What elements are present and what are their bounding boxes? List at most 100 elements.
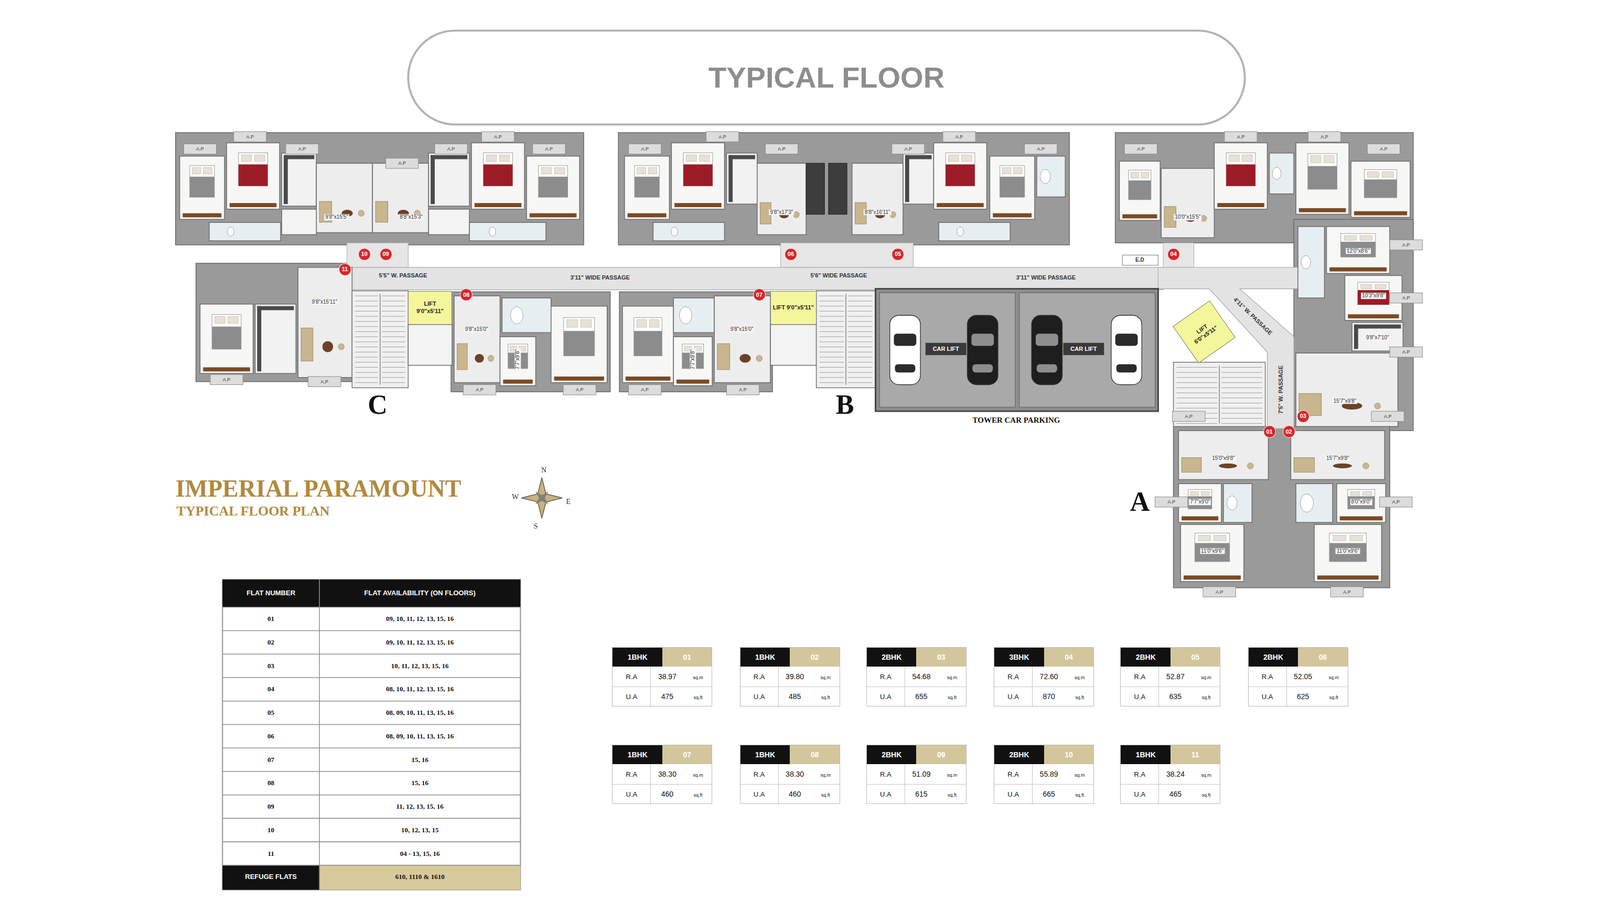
plan-shape [1323, 155, 1334, 164]
page-title: TYPICAL FLOOR [708, 60, 945, 95]
plan-line [819, 377, 844, 378]
plan-line [1221, 377, 1263, 378]
card-value: 635 [1169, 692, 1182, 701]
flat-number-marker: 05 [891, 248, 905, 261]
room-dimension: 8'0"x9'0" [1350, 499, 1373, 506]
plan-shape [1035, 333, 1059, 346]
balcony-label: A.P [1401, 349, 1412, 355]
room-dimension: 11'0"x9'6" [1335, 548, 1361, 555]
card-cell [866, 686, 966, 687]
plan-line [1221, 417, 1263, 419]
plan-shape [683, 164, 713, 186]
table-cell: 11, 12, 13, 15, 16 [396, 802, 444, 811]
room-dimension: 9'8"x7'10" [1365, 334, 1391, 341]
wing-footprint [1293, 219, 1414, 431]
card-value: U.A [1261, 692, 1274, 700]
plan-shape [499, 154, 510, 162]
plan-line [847, 341, 873, 342]
passage-label: 3'11" WIDE PASSAGE [568, 274, 631, 282]
card-cell [1032, 764, 1033, 805]
flat-number-marker: 03 [1296, 410, 1310, 423]
plan-shape [1128, 169, 1152, 200]
plan-line [819, 316, 844, 317]
plan-shape [238, 164, 268, 186]
fixture [358, 210, 365, 217]
room-dimension: 11'0"x9'6" [1199, 548, 1225, 555]
plan-shape [554, 167, 565, 175]
shaft [806, 163, 825, 214]
plan-shape [529, 213, 577, 218]
plan-line [847, 300, 873, 302]
plan-line [1221, 372, 1263, 373]
balcony-label: A.P [717, 134, 728, 140]
plan-shape [1181, 516, 1219, 521]
plan-line [382, 295, 406, 297]
plan-shape [1293, 457, 1315, 472]
room-dimension: 15'7"x9'8" [1332, 398, 1358, 405]
plan-shape [1188, 489, 1212, 509]
balcony-label: A.P [639, 146, 650, 152]
plan-shape [1367, 171, 1380, 178]
plan-line [819, 305, 844, 307]
room [407, 324, 453, 366]
plan-subtitle: TYPICAL FLOOR PLAN [176, 503, 330, 520]
card-cell [994, 686, 1094, 687]
card-value: sq.m [692, 674, 704, 680]
balcony [1389, 239, 1423, 250]
plan-line [1176, 397, 1218, 399]
card-cell [778, 764, 779, 805]
card-heading: 07 [682, 750, 692, 759]
flat-area-card: 2BHK10R.A55.89sq.mU.A665sq.ft [993, 744, 1094, 804]
plan-shape [1307, 166, 1338, 190]
plan-line [222, 747, 521, 749]
flat-area-card: 2BHK09R.A51.09sq.mU.A615sq.ft [866, 744, 967, 804]
plan-shape [1364, 179, 1398, 198]
car [967, 315, 998, 385]
card-heading: 2BHK [881, 653, 902, 661]
plan-line [1221, 402, 1263, 404]
fixture [227, 227, 235, 237]
card-value: R.A [1134, 770, 1146, 778]
balcony [765, 143, 798, 154]
card-cell [1158, 764, 1159, 805]
balcony-label: A.P [737, 387, 748, 393]
plan-line [222, 770, 521, 772]
plan-line [382, 300, 406, 302]
living-room [372, 163, 429, 233]
plan-line [382, 341, 406, 342]
flat-number: 06 [787, 251, 794, 257]
table-cell: 02 [267, 638, 275, 647]
card-value: R.A [1134, 672, 1146, 680]
flat-number-marker: 02 [1282, 425, 1296, 438]
living-room [1161, 168, 1215, 238]
balcony [1371, 411, 1404, 422]
compass [521, 477, 563, 519]
table-cell: 10 [267, 825, 275, 834]
card-value: sq.ft [821, 792, 831, 798]
card-value: 38.30 [785, 770, 804, 778]
plan-group [175, 30, 1423, 890]
balcony [1172, 411, 1206, 422]
flat-number-marker: 11 [338, 263, 352, 276]
wing-footprint [175, 132, 584, 245]
plan-line [1176, 402, 1218, 404]
plan-shape [202, 367, 250, 372]
fixture [1333, 463, 1352, 469]
card-cell [650, 666, 651, 707]
plan-line [1176, 367, 1218, 368]
plan-shape [1013, 167, 1023, 175]
plan-shape [1333, 534, 1347, 541]
plan-shape [566, 319, 578, 328]
bedroom [1350, 160, 1411, 218]
car-lift-label: CAR LIFT [1069, 345, 1098, 353]
room-dimension: 10'0"x15'5" [1173, 214, 1202, 221]
plan-shape [1181, 457, 1202, 472]
card-value: sq.ft [947, 792, 957, 798]
table-cell: 05 [267, 709, 275, 717]
living-room [1290, 430, 1385, 480]
plan-line [382, 336, 406, 338]
plan-line [222, 864, 521, 866]
plan-line [819, 320, 844, 322]
compass-letter: N [541, 466, 547, 475]
